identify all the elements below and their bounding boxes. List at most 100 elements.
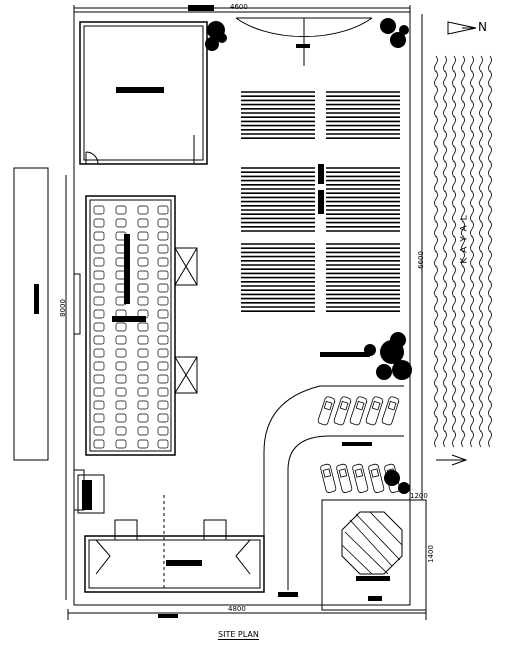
- water-wave: [470, 415, 474, 433]
- water-wave: [470, 55, 474, 73]
- dining-table: [157, 257, 169, 267]
- water-wave: [434, 115, 438, 133]
- dining-table: [93, 270, 105, 280]
- water-wave: [461, 295, 465, 313]
- water-wave: [434, 235, 438, 253]
- dining-table: [115, 400, 127, 410]
- water-wave: [488, 370, 492, 388]
- dining-table: [137, 387, 149, 397]
- water-wave: [434, 175, 438, 193]
- water-wave: [488, 190, 492, 208]
- water-wave: [452, 310, 456, 328]
- water-wave: [443, 325, 447, 343]
- water-wave: [452, 130, 456, 148]
- dining-table: [137, 257, 149, 267]
- dining-table: [115, 426, 127, 436]
- water-wave: [479, 175, 483, 193]
- water-wave: [461, 55, 465, 73]
- parked-car: [352, 463, 369, 493]
- dining-table: [157, 348, 169, 358]
- water-wave: [443, 400, 447, 418]
- water-wave: [452, 325, 456, 343]
- dining-table: [137, 244, 149, 254]
- parked-car: [365, 396, 384, 426]
- dining-table: [115, 348, 127, 358]
- parking-pad-height-dimension: 1400: [426, 545, 435, 563]
- water-wave: [443, 340, 447, 358]
- water-wave: [479, 280, 483, 298]
- dining-table: [157, 309, 169, 319]
- water-wave: [443, 415, 447, 433]
- water-wave: [470, 355, 474, 373]
- dining-table: [157, 270, 169, 280]
- water-wave: [434, 355, 438, 373]
- dining-table: [137, 400, 149, 410]
- water-wave: [434, 310, 438, 328]
- water-wave: [434, 160, 438, 178]
- water-wave: [470, 220, 474, 238]
- water-wave: [470, 190, 474, 208]
- water-wave: [479, 130, 483, 148]
- water-wave: [470, 205, 474, 223]
- water-wave: [470, 85, 474, 103]
- water-wave: [434, 400, 438, 418]
- water-wave: [452, 100, 456, 118]
- dining-table: [115, 205, 127, 215]
- dining-table: [157, 400, 169, 410]
- water-wave: [434, 385, 438, 403]
- dining-table: [137, 322, 149, 332]
- water-wave: [452, 340, 456, 358]
- water-wave: [470, 100, 474, 118]
- kayal-label: K A Y A L: [459, 214, 470, 264]
- water-wave: [452, 265, 456, 283]
- dining-table: [157, 387, 169, 397]
- dining-table: [157, 374, 169, 384]
- water-wave: [434, 100, 438, 118]
- dining-table: [93, 335, 105, 345]
- dining-table: [157, 413, 169, 423]
- water-wave: [434, 340, 438, 358]
- water-wave: [452, 190, 456, 208]
- water-wave: [479, 265, 483, 283]
- water-wave: [443, 70, 447, 88]
- water-wave: [479, 160, 483, 178]
- water-wave: [443, 280, 447, 298]
- water-wave: [488, 130, 492, 148]
- water-wave: [488, 235, 492, 253]
- dining-table: [115, 387, 127, 397]
- water-wave: [479, 85, 483, 103]
- water-wave: [470, 400, 474, 418]
- water-wave: [461, 385, 465, 403]
- water-wave: [452, 145, 456, 163]
- water-wave: [434, 220, 438, 238]
- water-wave: [461, 220, 465, 238]
- water-wave: [488, 310, 492, 328]
- right-height-dimension: 6600: [416, 251, 425, 269]
- water-wave: [479, 235, 483, 253]
- water-wave: [488, 205, 492, 223]
- water-wave: [488, 55, 492, 73]
- water-wave: [452, 355, 456, 373]
- dining-table: [115, 322, 127, 332]
- dining-table: [93, 296, 105, 306]
- water-wave: [434, 70, 438, 88]
- parked-car: [368, 463, 385, 493]
- water-wave: [443, 295, 447, 313]
- parked-car: [384, 463, 401, 493]
- water-wave: [461, 145, 465, 163]
- water-wave: [461, 175, 465, 193]
- water-wave: [443, 205, 447, 223]
- dining-table: [93, 257, 105, 267]
- water-wave: [452, 205, 456, 223]
- water-wave: [452, 55, 456, 73]
- water-wave: [488, 265, 492, 283]
- water-wave: [443, 55, 447, 73]
- water-wave: [470, 295, 474, 313]
- water-wave: [434, 265, 438, 283]
- water-wave: [452, 385, 456, 403]
- water-wave: [479, 295, 483, 313]
- water-wave: [461, 70, 465, 88]
- water-wave: [470, 265, 474, 283]
- water-wave: [452, 85, 456, 103]
- water-wave: [488, 250, 492, 268]
